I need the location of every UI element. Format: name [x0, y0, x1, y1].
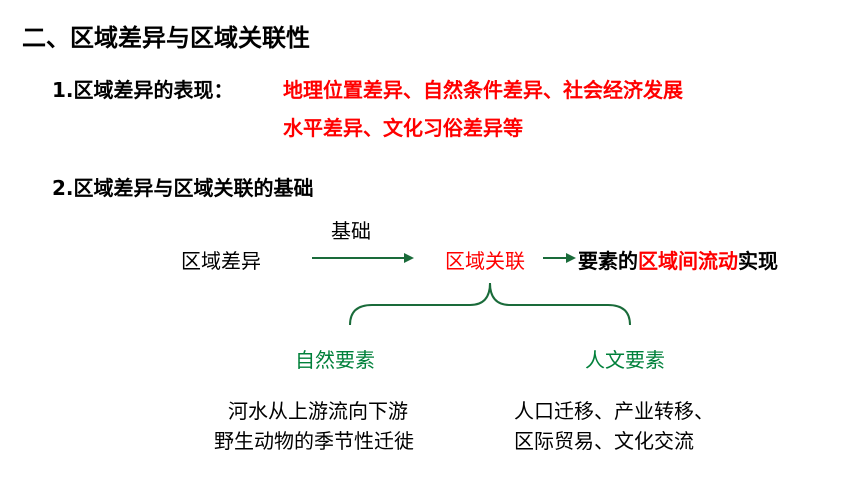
result-suffix: 实现	[738, 249, 778, 273]
point1-detail-line1: 地理位置差异、自然条件差异、社会经济发展	[283, 78, 683, 102]
arrow-label-basis: 基础	[331, 219, 371, 243]
node-regional-connection: 区域关联	[445, 249, 525, 273]
human-example-line1: 人口迁移、产业转移、	[514, 399, 714, 423]
natural-example-line1: 河水从上游流向下游	[228, 399, 408, 423]
result-highlight: 区域间流动	[638, 249, 738, 273]
result-prefix: 要素的	[578, 249, 638, 273]
point1-label: 1.区域差异的表现：	[52, 78, 234, 102]
point2-label: 2.区域差异与区域关联的基础	[52, 176, 314, 200]
point1-detail-line2: 水平差异、文化习俗差异等	[283, 116, 523, 140]
node-regional-difference: 区域差异	[181, 249, 261, 273]
human-example-line2: 区际贸易、文化交流	[514, 429, 694, 453]
natural-example-line2: 野生动物的季节性迁徙	[214, 429, 414, 453]
arrow-realize	[543, 253, 576, 263]
natural-factors-title: 自然要素	[295, 348, 375, 372]
section-heading: 二、区域差异与区域关联性	[22, 24, 310, 52]
human-factors-title: 人文要素	[585, 348, 665, 372]
arrow-basis	[312, 253, 414, 263]
result-statement: 要素的区域间流动实现	[578, 245, 778, 274]
curly-brace	[349, 282, 631, 326]
